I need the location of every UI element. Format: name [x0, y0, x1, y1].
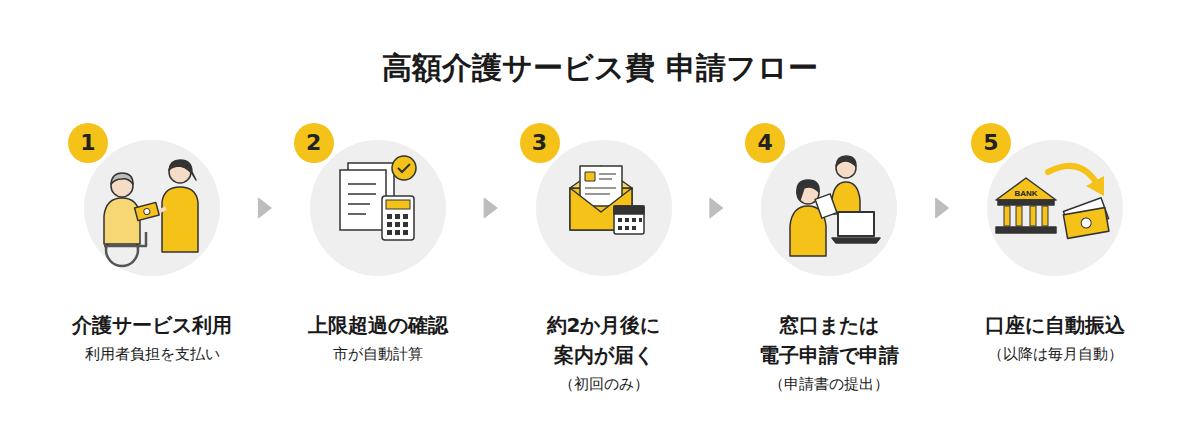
- flow-arrow: [936, 198, 949, 218]
- step-number-badge: 4: [745, 123, 785, 163]
- step-number-badge: 2: [294, 123, 334, 163]
- step-circle: 窓口または 電子申請で申請（申請書の提出）4: [761, 140, 897, 276]
- notice-illustration: [570, 166, 644, 234]
- step-circle: 口座に自動振込（以降は毎月自動）5: [987, 140, 1123, 276]
- diagram-title: 高額介護サービス費 申請フロー: [0, 46, 1200, 90]
- step-number: 5: [983, 132, 998, 154]
- calculation-illustration: [340, 156, 416, 240]
- step-heading: 口座に自動振込: [955, 310, 1155, 340]
- step-circle: 約2か月後に 案内が届く（初回のみ）3: [536, 140, 672, 276]
- step-caption: 口座に自動振込（以降は毎月自動）: [935, 310, 1175, 366]
- step-number: 1: [80, 132, 95, 154]
- transfer-illustration: [996, 166, 1109, 239]
- step-caption: 上限超過の確認市が自動計算: [258, 310, 498, 366]
- care-illustration: [104, 160, 198, 266]
- step-note: 利用者負担を支払い: [32, 342, 272, 366]
- step-number: 4: [758, 132, 773, 154]
- step-heading: 窓口または 電子申請で申請: [729, 310, 929, 370]
- step-number: 2: [306, 132, 321, 154]
- step-number-badge: 5: [971, 123, 1011, 163]
- step-note: （以降は毎月自動）: [935, 342, 1175, 366]
- step-heading: 約2か月後に 案内が届く: [504, 310, 704, 370]
- step-note: （申請書の提出）: [709, 372, 949, 396]
- step-caption: 介護サービス利用利用者負担を支払い: [32, 310, 272, 366]
- flow-arrow: [258, 198, 271, 218]
- step-circle: 上限超過の確認市が自動計算2: [310, 140, 446, 276]
- counter-illustration: [790, 156, 880, 256]
- step-number: 3: [532, 132, 547, 154]
- step-note: （初回のみ）: [484, 372, 724, 396]
- step-number-badge: 1: [68, 123, 108, 163]
- step-caption: 窓口または 電子申請で申請（申請書の提出）: [709, 310, 949, 396]
- step-circle: 介護サービス利用利用者負担を支払い1: [84, 140, 220, 276]
- step-caption: 約2か月後に 案内が届く（初回のみ）: [484, 310, 724, 396]
- step-heading: 介護サービス利用: [52, 310, 252, 340]
- flow-arrow: [710, 198, 723, 218]
- step-number-badge: 3: [520, 123, 560, 163]
- step-note: 市が自動計算: [258, 342, 498, 366]
- flow-arrow: [484, 198, 497, 218]
- step-heading: 上限超過の確認: [278, 310, 478, 340]
